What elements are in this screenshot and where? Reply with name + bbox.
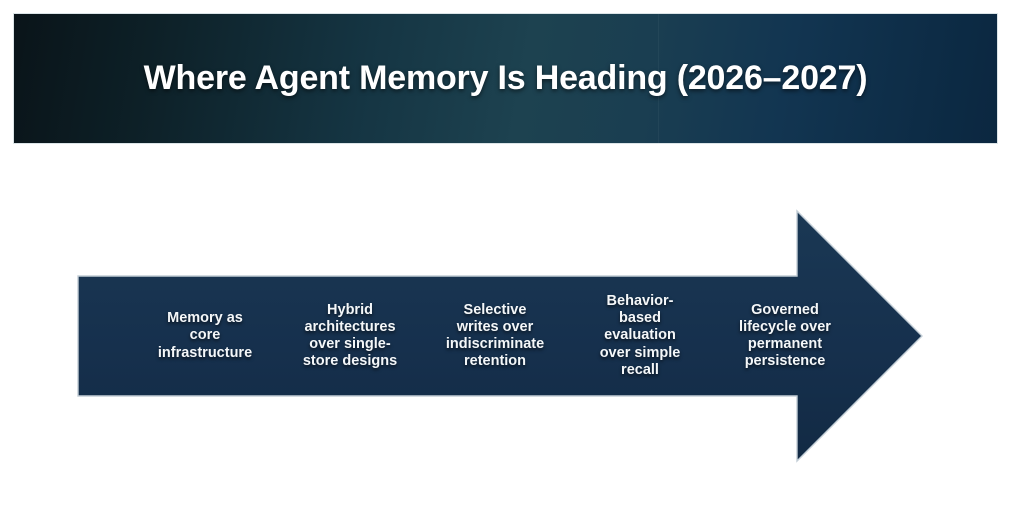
arrow-step-2: Hybrid architectures over single- store …: [302, 301, 398, 370]
arrow-step-4: Behavior- based evaluation over simple r…: [599, 293, 681, 378]
arrow-step-1: Memory as core infrastructure: [157, 310, 253, 361]
arrow-step-3: Selective writes over indiscriminate ret…: [445, 301, 545, 370]
page-title: Where Agent Memory Is Heading (2026–2027…: [143, 59, 868, 97]
title-banner: Where Agent Memory Is Heading (2026–2027…: [14, 14, 997, 143]
arrow-step-list: Memory as core infrastructure Hybrid arc…: [78, 276, 831, 396]
arrow-step-5: Governed lifecycle over permanent persis…: [739, 301, 831, 370]
